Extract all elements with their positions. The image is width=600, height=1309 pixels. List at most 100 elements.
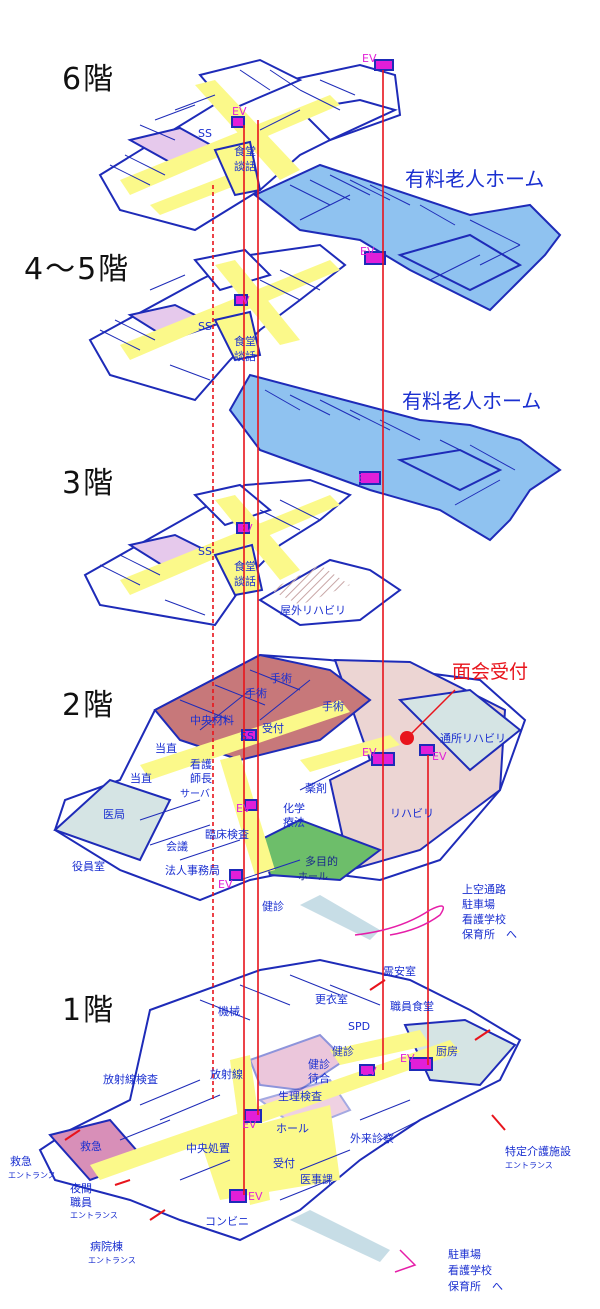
care-home-wing-lower <box>228 373 562 542</box>
talk-label-6f: 談話 <box>234 159 256 173</box>
executive-room-label: 役員室 <box>72 859 105 873</box>
emergency-entrance-label-1: 救急 <box>10 1154 32 1168</box>
special-care-label-1: 特定介護施設 <box>505 1144 571 1158</box>
talk-label-45f: 談話 <box>234 349 256 363</box>
corporate-office-label: 法人事務局 <box>165 863 220 877</box>
clinical-lab-label: 臨床検査 <box>205 827 249 841</box>
multipurpose-label-1: 多目的 <box>305 854 338 868</box>
night-entrance-label-1: 夜間 <box>70 1181 92 1195</box>
room-labels: SS EV EV 食堂 談話 EV SS EV 食堂 談話 EV SS EV 食… <box>72 52 506 1228</box>
server-label: サーバ <box>180 788 210 800</box>
ss-label-6f: SS <box>198 127 212 140</box>
convenience-label: コンビニ <box>205 1215 249 1228</box>
medical-affairs-label: 医事課 <box>300 1172 333 1186</box>
ev-label-1f-d: EV <box>248 1190 263 1203</box>
overhead-label-2: 駐車場 <box>462 897 495 911</box>
floor-3-plan <box>83 478 402 627</box>
floor-2-plan <box>53 653 527 902</box>
floor-heading-2: 2階 <box>62 688 116 723</box>
ss-label-3f: SS <box>198 545 212 558</box>
night-entrance-label-2: 職員 <box>70 1196 92 1209</box>
outpatient-label: 外来診察 <box>350 1131 394 1145</box>
mortuary-label: 霊安室 <box>383 964 416 978</box>
care-home-wing-upper <box>253 163 562 312</box>
reception-marker <box>400 689 456 745</box>
reception-label-2f: 受付 <box>262 722 284 735</box>
floor-heading-6: 6階 <box>62 62 116 97</box>
talk-label-3f: 談話 <box>234 574 256 588</box>
ev-label-6f-c: EV <box>360 245 375 258</box>
overhead-label-4: 保育所 へ <box>462 927 517 941</box>
bottom-dest-label-3: 保育所 へ <box>448 1279 503 1293</box>
ward-entrance-label-1: 病院棟 <box>90 1239 123 1253</box>
pharmacy-label: 薬剤 <box>305 781 327 795</box>
floor-heading-1: 1階 <box>62 993 116 1028</box>
staff-cafeteria-label: 職員食堂 <box>390 999 434 1013</box>
special-care-label-2: エントランス <box>505 1161 553 1170</box>
overhead-label-1: 上空通路 <box>462 882 506 896</box>
elevator-connector-lines <box>212 70 429 1195</box>
health-wait-label-2: 待合 <box>308 1071 330 1085</box>
ev-label-45f: EV <box>235 294 250 307</box>
dining-label-3f: 食堂 <box>234 559 256 573</box>
floor-heading-3: 3階 <box>62 466 116 501</box>
floor-heading-4-5: 4～5階 <box>24 252 131 287</box>
health-check-label-2f: 健診 <box>262 899 284 913</box>
direction-arrows <box>354 905 445 1273</box>
care-home-label-upper: 有料老人ホーム <box>405 167 545 191</box>
ss-label-2f: SS <box>240 730 254 743</box>
ev-label-1f-c: EV <box>242 1118 257 1131</box>
medical-office-label: 医局 <box>103 808 125 821</box>
chemo-label-1: 化学 <box>283 801 305 815</box>
ev-label-2f-b: EV <box>362 746 377 759</box>
chemo-label-2: 療法 <box>283 815 305 829</box>
care-home-label-lower: 有料老人ホーム <box>402 389 542 413</box>
changing-room-label: 更衣室 <box>315 992 348 1006</box>
ev-label-2f-c: EV <box>432 750 447 763</box>
visitor-reception-note: 面会受付 <box>452 661 529 683</box>
dining-label-45f: 食堂 <box>234 334 256 348</box>
radiology-exam-label: 放射線検査 <box>103 1072 158 1086</box>
central-processing-label: 中央処置 <box>186 1142 230 1155</box>
side-labels: 上空通路 駐車場 看護学校 保育所 へ 救急 エントランス 夜間 職員 エントラ… <box>8 882 571 1293</box>
health-check-label-1f: 健診 <box>332 1044 354 1058</box>
emergency-label: 救急 <box>80 1139 102 1153</box>
ev-label-2f-a: EV <box>236 802 251 815</box>
ward-entrance-label-2: エントランス <box>88 1256 136 1265</box>
overhead-walkway <box>300 895 380 940</box>
radiology-label: 放射線 <box>210 1067 243 1081</box>
health-wait-label-1: 健診 <box>308 1057 330 1071</box>
emergency-entrance-label-2: エントランス <box>8 1171 56 1180</box>
bottom-dest-label-2: 看護学校 <box>448 1263 492 1277</box>
floor-1-plan <box>38 958 522 1242</box>
reception-label-1f: 受付 <box>273 1157 295 1170</box>
ev-label-45f-b: EV <box>358 472 373 485</box>
ev-label-6f-b: EV <box>362 52 377 65</box>
outdoor-rehab-label: 屋外リハビリ <box>280 604 346 617</box>
night-entrance-label-3: エントランス <box>70 1211 118 1220</box>
ev-label-3f: EV <box>238 522 253 535</box>
ev-label-1f-b: EV <box>362 1065 377 1078</box>
entrance-arrows <box>64 979 506 1221</box>
duty-label-2: 当直 <box>130 771 152 785</box>
multipurpose-label-2: ホール <box>298 871 328 883</box>
surgery-label-2: 手術 <box>245 686 267 700</box>
ss-label-45f: SS <box>198 320 212 333</box>
surgery-label-3: 手術 <box>322 699 344 713</box>
rehab-label: リハビリ <box>390 807 434 820</box>
ground-walkway <box>290 1210 390 1262</box>
spd-label: SPD <box>348 1020 370 1033</box>
kitchen-label: 厨房 <box>436 1045 458 1058</box>
day-rehab-label: 通所リハビリ <box>440 732 506 745</box>
ev-label-1f-a: EV <box>400 1052 415 1065</box>
overhead-label-3: 看護学校 <box>462 912 506 926</box>
conference-label: 会議 <box>166 839 188 853</box>
machinery-label: 機械 <box>218 1004 240 1018</box>
chief-label: 師長 <box>190 772 212 785</box>
duty-label-1: 当直 <box>155 741 177 755</box>
nursing-label: 看護 <box>190 757 212 771</box>
floor-6-plan <box>98 58 402 232</box>
ev-label-6f-a: EV <box>232 105 247 118</box>
central-material-label: 中央材料 <box>190 713 234 727</box>
